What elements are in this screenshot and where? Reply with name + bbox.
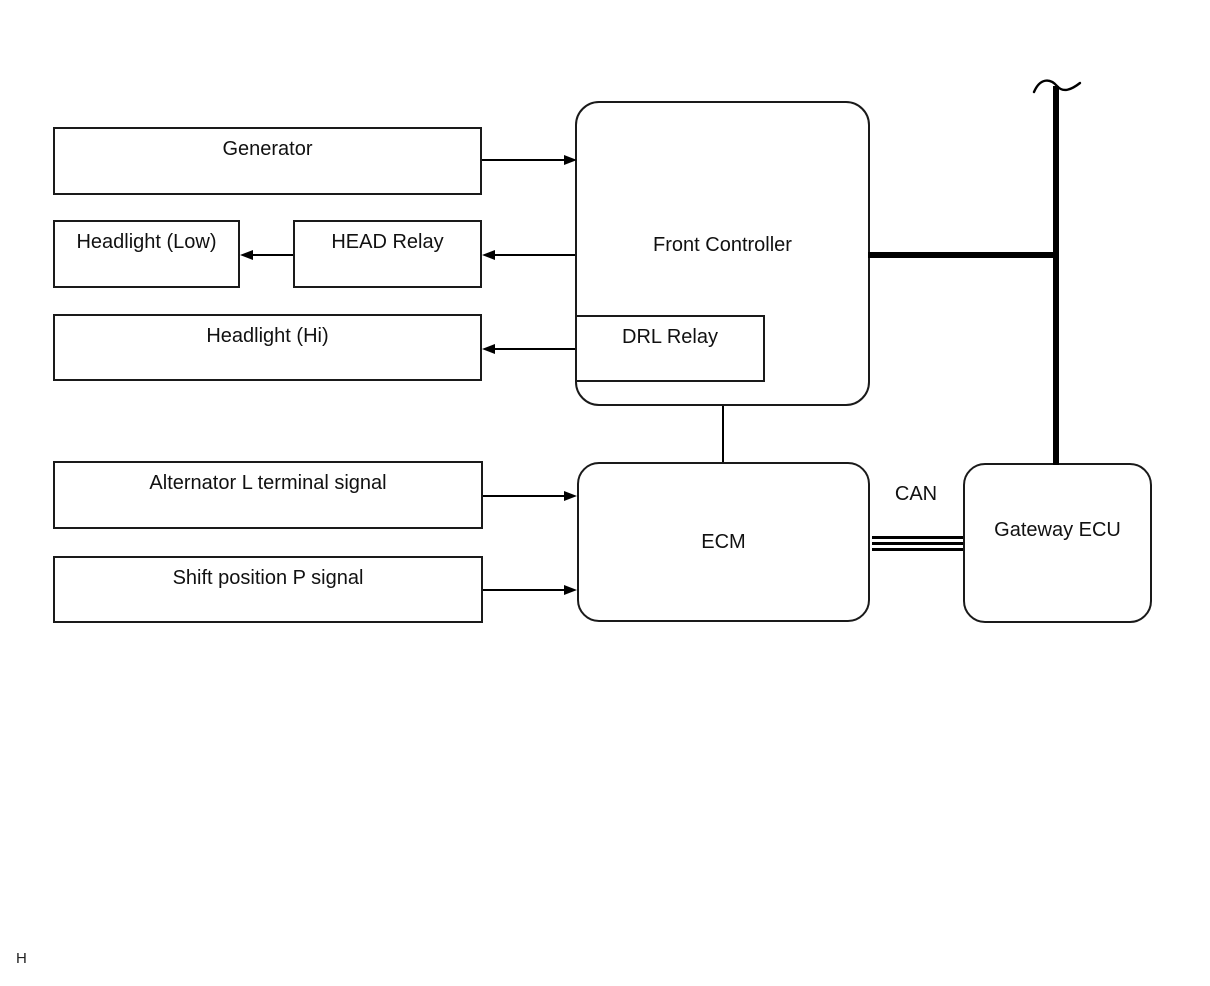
connector-line	[483, 495, 566, 497]
can-bus-stripe	[872, 536, 963, 539]
alternator-signal-label: Alternator L terminal signal	[149, 472, 387, 494]
box-headlight-hi: Headlight (Hi)	[53, 314, 482, 381]
connector-line	[493, 348, 575, 350]
connector-line	[483, 589, 566, 591]
box-head-relay: HEAD Relay	[293, 220, 482, 288]
line-break-mark-icon	[1032, 79, 1082, 94]
can-bus-line	[872, 536, 963, 551]
ecm-label: ECM	[701, 530, 746, 553]
connector-line	[482, 159, 566, 161]
box-headlight-low: Headlight (Low)	[53, 220, 240, 288]
box-shift-signal: Shift position P signal	[53, 556, 483, 623]
can-bus-stripe	[872, 542, 963, 545]
page-marker: H	[16, 950, 27, 967]
arrowhead-left-icon	[240, 250, 253, 260]
box-drl-relay: DRL Relay	[575, 315, 765, 382]
arrowhead-left-icon	[482, 250, 495, 260]
box-gateway-ecu: Gateway ECU	[963, 463, 1152, 623]
connector-line	[251, 254, 293, 256]
gateway-ecu-label: Gateway ECU	[994, 518, 1121, 541]
can-label: CAN	[894, 483, 938, 505]
connector-line	[493, 254, 575, 256]
front-controller-label: Front Controller	[653, 234, 792, 256]
box-alternator-signal: Alternator L terminal signal	[53, 461, 483, 529]
arrowhead-left-icon	[482, 344, 495, 354]
arrowhead-right-icon	[564, 585, 577, 595]
can-bus-stripe	[872, 548, 963, 551]
bus-trunk-vertical	[1053, 86, 1059, 465]
shift-signal-label: Shift position P signal	[172, 567, 364, 589]
arrowhead-right-icon	[564, 491, 577, 501]
headlight-low-label: Headlight (Low)	[76, 231, 217, 253]
bus-front-controller-to-trunk	[868, 252, 1059, 258]
drl-relay-label: DRL Relay	[622, 326, 718, 348]
box-generator: Generator	[53, 127, 482, 195]
box-ecm: ECM	[577, 462, 870, 622]
head-relay-label: HEAD Relay	[331, 231, 444, 253]
connector-front-controller-to-ecm	[722, 406, 724, 462]
generator-label: Generator	[222, 138, 313, 160]
headlight-hi-label: Headlight (Hi)	[206, 325, 329, 347]
arrowhead-right-icon	[564, 155, 577, 165]
